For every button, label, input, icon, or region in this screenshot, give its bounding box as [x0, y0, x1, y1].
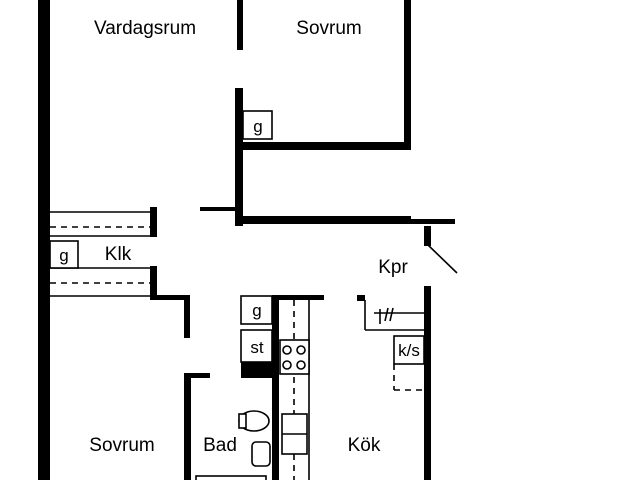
room-label-bad: Bad	[203, 435, 237, 456]
stove-burner-icon	[282, 360, 292, 370]
room-label-kpr: Kpr	[378, 257, 408, 278]
stove-burner-icon	[296, 345, 306, 355]
partition-wall-top	[237, 0, 243, 50]
closet-g-box	[240, 295, 273, 325]
fixture-label-g-klk: g	[59, 246, 68, 265]
wall-stub	[200, 207, 236, 211]
room-label-sovrum-bottom: Sovrum	[89, 435, 154, 456]
klk-east-wall-lower	[150, 266, 157, 298]
kitchen-north-wall	[272, 295, 324, 300]
ks-box	[393, 335, 425, 365]
closet-base-block	[241, 360, 273, 378]
stove-burner-icon	[282, 345, 292, 355]
sovrum-north-wall	[150, 295, 190, 300]
kpr-north-wall	[411, 219, 455, 224]
details	[49, 110, 458, 480]
bathtub-icon	[195, 475, 267, 480]
partition-wall-middle	[235, 88, 243, 226]
room-label-sovrum-top: Sovrum	[296, 18, 361, 39]
washbasin-icon	[251, 441, 271, 467]
klk-g-box	[49, 240, 79, 269]
walls	[38, 0, 455, 480]
room-label-vardagsrum: Vardagsrum	[94, 18, 196, 39]
bad-west-wall-cap	[184, 373, 210, 378]
room-label-klk: Klk	[105, 244, 132, 265]
door-swing	[427, 244, 458, 274]
fixture-label-st-closet: st	[250, 338, 264, 357]
sovrum-south-wall	[237, 142, 411, 150]
room-label-kok: Kök	[348, 435, 381, 456]
fixture-label-g-sovrum: g	[253, 117, 262, 136]
closet-st-box	[240, 329, 273, 363]
fixture-label-ks: k/s	[398, 341, 420, 360]
kitchen-east-wall	[424, 286, 431, 480]
sovrum-g-box	[242, 110, 273, 140]
kitchen-wall-stub	[357, 295, 365, 301]
ks-unit-hatch	[384, 307, 389, 322]
ks-unit-hatch	[389, 307, 394, 322]
kpr-door-jamb	[424, 226, 431, 246]
klk-east-wall-upper	[150, 207, 157, 237]
west-wall	[38, 0, 50, 480]
sovrum-north-return	[184, 295, 190, 338]
fixture-label-g-closet: g	[252, 301, 261, 320]
fixture-labels: g g g st k/s	[59, 117, 420, 360]
toilet-tank	[238, 413, 247, 429]
bad-west-wall	[184, 373, 191, 480]
sovrum-east-wall	[404, 0, 411, 150]
bad-east-wall	[272, 295, 279, 480]
stove-burner-icon	[296, 360, 306, 370]
room-labels: Vardagsrum Sovrum Klk Kpr Sovrum Bad Kök	[89, 18, 408, 456]
corridor-north-wall	[235, 216, 411, 224]
